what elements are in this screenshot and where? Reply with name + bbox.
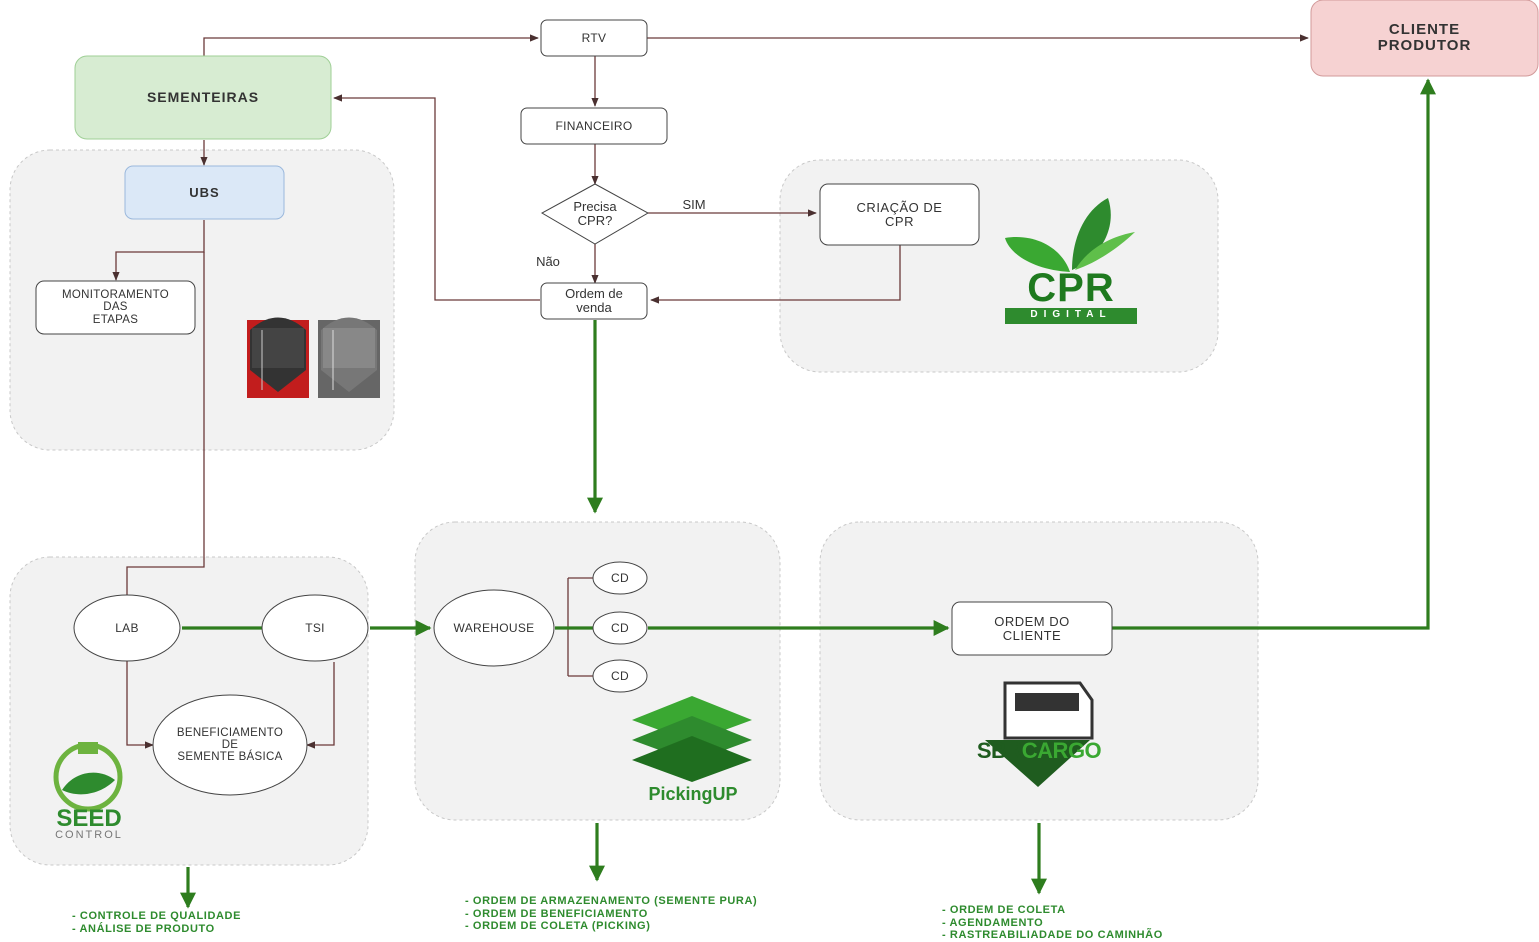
sbr-logo-part-a: SBR [976,738,1022,763]
sbr-cargo-outputs: - ORDEM DE COLETA - AGENDAMENTO - RASTRE… [942,904,1163,942]
label-monitoramento: MONITORAMENTO DAS ETAPAS [62,289,169,326]
group-sbr-cargo [819,521,1259,821]
cpr-logo-subtext: DIGITAL [1030,309,1112,320]
label-cd2: CD [611,620,629,635]
node-criacao-cpr [819,183,980,246]
node-precisa-cpr [540,183,650,245]
output-item: - CONTROLE DE QUALIDADE [72,910,242,922]
seed-control-outputs: - CONTROLE DE QUALIDADE - ANÁLISE DE PRO… [72,910,241,935]
node-sementeiras [74,55,332,140]
sbr-logo-part-b: CARGO [1021,738,1102,763]
label-cd1: CD [611,570,629,585]
seed-logo-text: SEED [56,805,122,832]
flow-ordem-cliente-produtor [1112,78,1436,630]
label-financeiro: FINANCEIRO [555,118,633,133]
label-criacao-cpr: CRIAÇÃO DE CPR [856,199,943,229]
seed-logo-subtext: CONTROL [55,829,123,841]
edge-ubs-monitoramento [112,220,205,281]
label-sementeiras: SEMENTEIRAS [146,89,260,106]
node-financeiro [520,107,668,145]
label-cliente-produtor: CLIENTE PRODUTOR [1377,21,1472,54]
node-rtv [540,19,648,57]
node-beneficiamento [152,694,308,796]
label-cd3: CD [611,668,629,683]
seed-control-logo [53,742,123,812]
edge-lab-beneficiamento [126,658,154,749]
label-ordem-cliente: ORDEM DO CLIENTE [994,613,1070,643]
node-ubs [124,165,285,220]
label-tsi: TSI [305,620,325,635]
node-tsi [261,594,369,662]
silos-image [247,317,380,398]
output-item: - ORDEM DE BENEFICIAMENTO [465,907,648,920]
picking-logo-text: PickingUP [648,784,738,804]
output-item: - ORDEM DE ARMAZENAMENTO (SEMENTE PURA) [465,895,758,907]
node-cd1 [592,561,648,595]
node-lab [73,594,181,662]
picking-up-logo [632,696,752,782]
sbr-logo-text: SBRCARGO [968,738,1110,764]
label-precisa-cpr: Precisa CPR? [573,199,617,228]
edge-ubs-lab [126,252,205,598]
label-warehouse: WAREHOUSE [453,620,535,635]
edge-ordem-sementeiras [333,94,540,301]
output-item: - RASTREABILIADADE DO CAMINHÃO [942,929,1163,941]
node-cd3 [592,659,648,693]
picking-up-outputs: - ORDEM DE ARMAZENAMENTO (SEMENTE PURA) … [465,895,757,933]
cpr-logo-text: CPR [1027,266,1115,310]
label-nao: Não [536,254,560,270]
output-item: - AGENDAMENTO [942,916,1044,929]
label-beneficiamento: BENEFICIAMENTO DE SEMENTE BÁSICA [176,726,284,764]
output-item: - ORDEM DE COLETA [942,904,1066,916]
edge-criacao-ordem [650,245,901,304]
label-ordem-venda: Ordem de venda [565,286,623,315]
node-monitoramento [35,280,196,335]
output-item: - ANÁLISE DE PRODUTO [72,922,215,935]
node-ordem-cliente [951,601,1113,656]
label-rtv: RTV [581,30,607,45]
node-cd2 [592,611,648,645]
edge-tsi-beneficiamento [306,662,335,749]
cpr-digital-logo [1005,198,1137,324]
sbr-cargo-logo [985,681,1094,787]
node-warehouse [433,589,555,667]
label-sim: SIM [682,197,706,213]
label-ubs: UBS [189,184,220,200]
output-item: - ORDEM DE COLETA (PICKING) [465,920,651,932]
edge-sementeiras-rtv [203,34,539,56]
node-ordem-venda [540,282,648,320]
label-lab: LAB [115,620,139,635]
node-cliente-produtor [1310,0,1539,77]
